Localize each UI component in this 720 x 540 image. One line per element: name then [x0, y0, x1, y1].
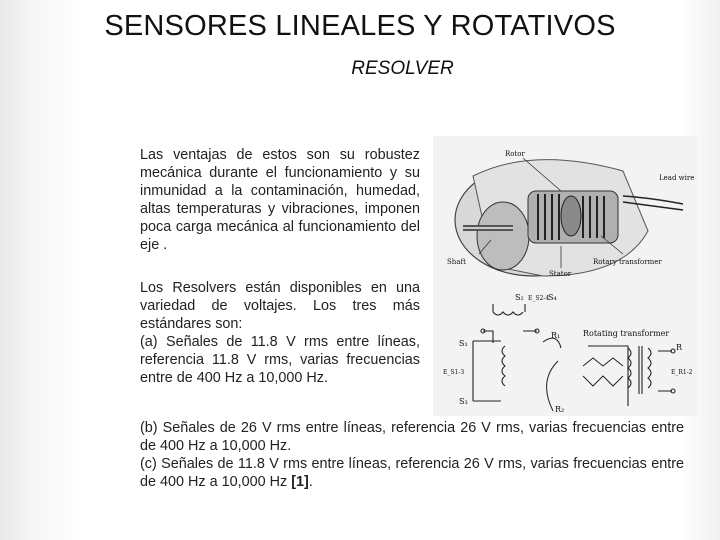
label-e-r: E_R1-2	[671, 369, 693, 376]
slide-subtitle: RESOLVER	[351, 58, 454, 79]
resolver-cutaway-illustration	[454, 157, 684, 277]
label-rotating-transformer: Rotating transformer	[583, 329, 669, 338]
label-shaft: Shaft	[447, 258, 466, 266]
label-s1: S₁	[459, 339, 468, 348]
label-rotor: Rotor	[505, 150, 526, 158]
label-r: R	[676, 343, 683, 352]
label-lead-wire: Lead wire	[659, 174, 694, 182]
label-e-s24: E_S2-4	[528, 295, 549, 302]
label-rotary-transformer: Rotary transformer	[593, 258, 662, 266]
voltage-option-b: (b) Señales de 26 V rms entre líneas, re…	[140, 420, 684, 454]
label-e-s13: E_S1-3	[443, 369, 464, 376]
advantages-paragraph: Las ventajas de estos son su robustez me…	[140, 147, 420, 253]
voltages-paragraph: Los Resolvers están disponibles en una v…	[140, 279, 420, 387]
resolver-figure: Rotor Lead wire Shaft Rotary transformer…	[433, 136, 697, 416]
voltage-option-c-text: (c) Señales de 11.8 V rms entre líneas, …	[140, 456, 684, 490]
voltage-options-paragraph: (b) Señales de 26 V rms entre líneas, re…	[140, 419, 684, 491]
label-s4: S₄	[548, 293, 557, 302]
left-edge-shadow	[0, 0, 80, 540]
resolver-schematic	[472, 304, 676, 412]
label-stator: Stator	[549, 270, 572, 278]
citation-reference: [1]	[291, 474, 309, 490]
label-s2: S₂	[515, 293, 524, 302]
voltage-option-a: (a) Señales de 11.8 V rms entre líneas, …	[140, 334, 420, 386]
slide-title: SENSORES LINEALES Y ROTATIVOS	[104, 10, 616, 42]
label-r-prime: R₂	[555, 405, 564, 414]
voltage-option-c: (c) Señales de 11.8 V rms entre líneas, …	[140, 456, 684, 490]
label-r1: R₁	[551, 331, 560, 340]
label-s3: S₃	[459, 397, 468, 406]
voltages-intro: Los Resolvers están disponibles en una v…	[140, 280, 420, 332]
